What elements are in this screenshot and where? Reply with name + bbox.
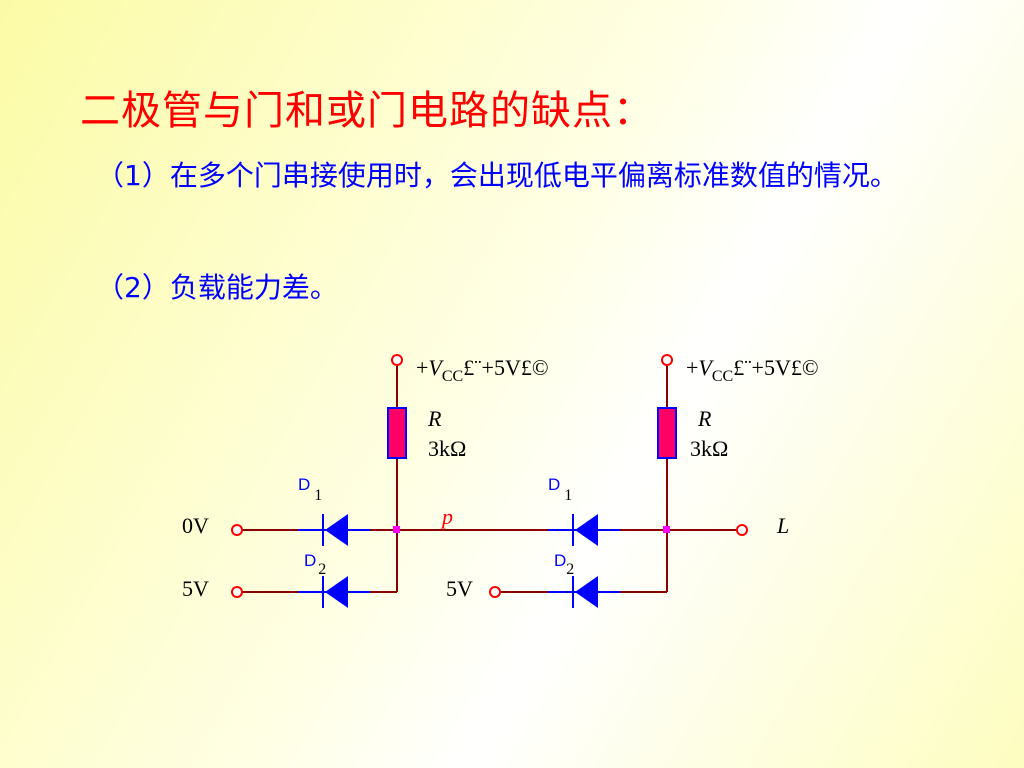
- slide-title: 二极管与门和或门电路的缺点：: [80, 88, 654, 134]
- junction-or: [663, 526, 670, 533]
- input-label-a: 0V: [182, 513, 209, 538]
- node-label-p: p: [440, 504, 453, 529]
- resistor-symbol-left: R: [427, 406, 442, 431]
- diode-or-d1: [548, 514, 620, 546]
- diode-label-or-d1: D1: [548, 475, 572, 504]
- input-label-b: 5V: [182, 576, 209, 601]
- diode-and-d1: [298, 514, 370, 546]
- terminal-or-input: [489, 586, 501, 598]
- resistor-value-right: 3kΩ: [690, 436, 728, 461]
- point-1: （1）在多个门串接使用时，会出现低电平偏离标准数值的情况。: [96, 159, 898, 192]
- diode-label-and-d1: D1: [298, 475, 322, 504]
- wires: [242, 366, 736, 593]
- input-label-or-b: 5V: [446, 576, 473, 601]
- point-2: （2）负载能力差。: [96, 271, 338, 304]
- output-label-l: L: [776, 513, 789, 538]
- terminal-input-b: [231, 586, 243, 598]
- diode-and-d2: [298, 576, 370, 608]
- terminal-input-a: [231, 524, 243, 536]
- terminals: [231, 354, 748, 598]
- supply-label-left: +VCC£¨+5V£©: [416, 355, 549, 385]
- terminal-vcc-right: [661, 354, 673, 366]
- terminal-vcc-left: [391, 354, 403, 366]
- diode-label-or-d2: D2: [554, 551, 574, 578]
- terminal-output: [736, 524, 748, 536]
- supply-label-right: +VCC£¨+5V£©: [686, 355, 819, 385]
- resistor-r1: [387, 407, 407, 459]
- junction-p: [393, 526, 400, 533]
- resistor-r2: [657, 407, 677, 459]
- diode-or-d2: [548, 576, 620, 608]
- resistor-value-left: 3kΩ: [428, 436, 466, 461]
- resistor-symbol-right: R: [697, 406, 712, 431]
